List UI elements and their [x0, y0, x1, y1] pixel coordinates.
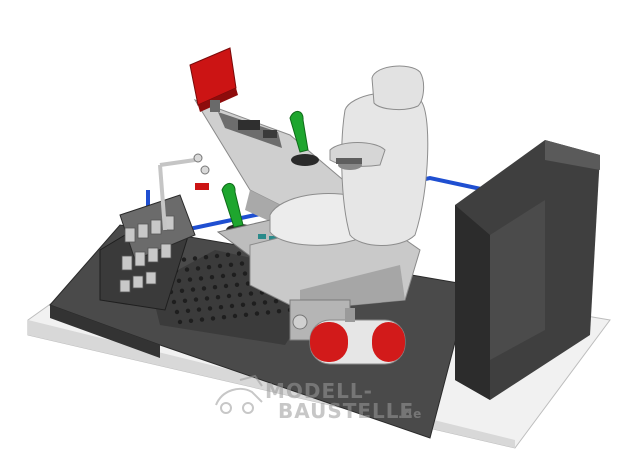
floor-hole — [181, 257, 187, 262]
fire-extinguisher — [309, 308, 406, 365]
floor-hole — [174, 309, 180, 315]
floor-hole — [199, 317, 205, 322]
floor-hole — [243, 312, 249, 317]
floor-hole — [225, 252, 231, 257]
rear-panel — [455, 140, 600, 400]
floor-hole — [171, 299, 177, 305]
floor-hole — [251, 301, 257, 306]
floor-hole — [177, 319, 183, 325]
floor-hole — [254, 311, 260, 316]
floor-hole — [221, 315, 227, 320]
platform-front — [50, 305, 160, 358]
floor-hole — [204, 296, 210, 301]
floor-hole — [190, 287, 196, 292]
floor-hole — [195, 266, 201, 271]
floor-hole — [232, 313, 238, 319]
floor-hole — [198, 276, 204, 281]
floor-hole — [218, 305, 224, 310]
floor-hole — [209, 275, 215, 280]
floor-hole — [215, 295, 221, 300]
floor-hole — [192, 256, 198, 261]
floor-hole — [203, 255, 209, 260]
floor-hole — [229, 303, 235, 309]
floor-hole — [226, 293, 232, 299]
floor-hole — [201, 286, 207, 291]
floor-hole — [240, 302, 246, 307]
floor-hole — [248, 291, 254, 296]
floor-hole — [262, 300, 268, 305]
floor-hole — [176, 278, 182, 283]
floor-hole — [242, 271, 248, 276]
floor-hole — [206, 265, 212, 270]
watermark-line2: BAUSTELLE — [278, 399, 414, 423]
floor-hole — [245, 281, 251, 286]
floor-hole — [265, 310, 271, 315]
floor-hole — [188, 318, 194, 323]
floor-hole — [234, 282, 240, 287]
floor-hole — [220, 273, 226, 279]
floor-hole — [239, 261, 245, 266]
left-lever-panel — [99, 153, 210, 311]
floor-hole — [193, 297, 199, 302]
floor-hole — [231, 272, 237, 277]
floor-hole — [179, 288, 185, 293]
floor-hole — [196, 307, 202, 312]
floor-hole — [182, 298, 188, 303]
right-joystick — [289, 111, 319, 166]
watermark: MODELL- BAUSTELLE .de — [215, 374, 422, 423]
floor-hole — [212, 285, 218, 290]
floor-hole — [184, 267, 190, 272]
floor-hole — [236, 251, 242, 256]
floor-hole — [214, 253, 220, 259]
floor-hole — [185, 308, 191, 313]
arm-control-pod — [336, 158, 362, 170]
floor-hole — [273, 299, 279, 304]
floor-hole — [207, 306, 213, 311]
watermark-suffix: .de — [398, 407, 422, 421]
floor-hole — [223, 283, 229, 289]
watermark-line1: MODELL- — [265, 379, 373, 403]
red-monitor — [189, 47, 238, 112]
watermark-excavator-icon — [215, 374, 263, 414]
floor-hole — [187, 277, 193, 282]
floor-hole — [237, 292, 243, 297]
floor-hole — [228, 262, 234, 267]
floor-hole — [217, 263, 223, 269]
floor-hole — [276, 309, 282, 314]
floor-hole — [210, 316, 216, 321]
